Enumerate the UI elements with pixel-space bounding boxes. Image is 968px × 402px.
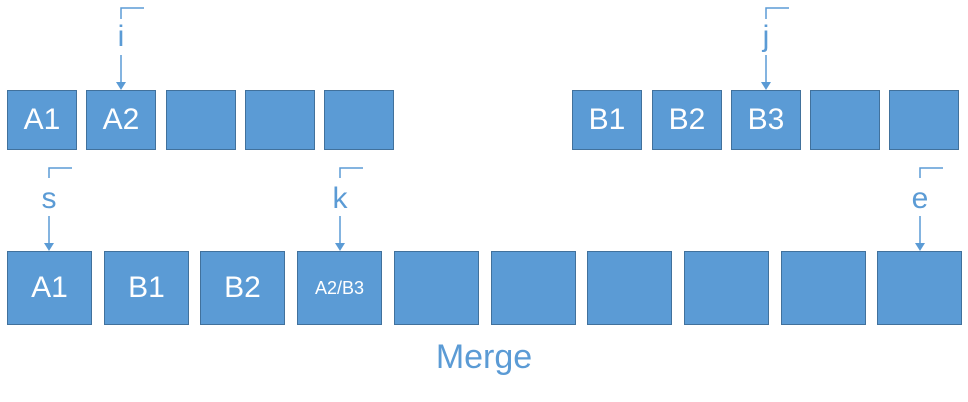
merged-cell-10 xyxy=(877,251,962,325)
array-a-cell-2: A2 xyxy=(86,90,156,150)
array-b-cell-5 xyxy=(889,90,959,150)
merged-cell-9 xyxy=(781,251,866,325)
merged-cell-3: B2 xyxy=(200,251,285,325)
merged-cell-5 xyxy=(394,251,479,325)
pointer-i-label: i xyxy=(117,20,125,53)
array-a-cell-4 xyxy=(245,90,315,150)
merged-cell-4: A2/B3 xyxy=(297,251,382,325)
array-a-cell-5 xyxy=(324,90,394,150)
merged-cell-2: B1 xyxy=(104,251,189,325)
array-b-cell-2: B2 xyxy=(652,90,722,150)
array-a-cell-1: A1 xyxy=(7,90,77,150)
pointer-s-label: s xyxy=(41,182,57,215)
pointer-j-label: j xyxy=(762,20,770,53)
array-b-cell-3: B3 xyxy=(731,90,801,150)
pointer-e-label: e xyxy=(911,182,929,215)
pointer-k-label: k xyxy=(332,182,348,215)
array-b-cell-4 xyxy=(810,90,880,150)
array-b-cell-1: B1 xyxy=(572,90,642,150)
merged-cell-7 xyxy=(587,251,672,325)
array-a-cell-3 xyxy=(166,90,236,150)
merged-cell-6 xyxy=(491,251,576,325)
merge-caption: Merge xyxy=(435,338,533,376)
merged-cell-1: A1 xyxy=(7,251,92,325)
merged-cell-8 xyxy=(684,251,769,325)
